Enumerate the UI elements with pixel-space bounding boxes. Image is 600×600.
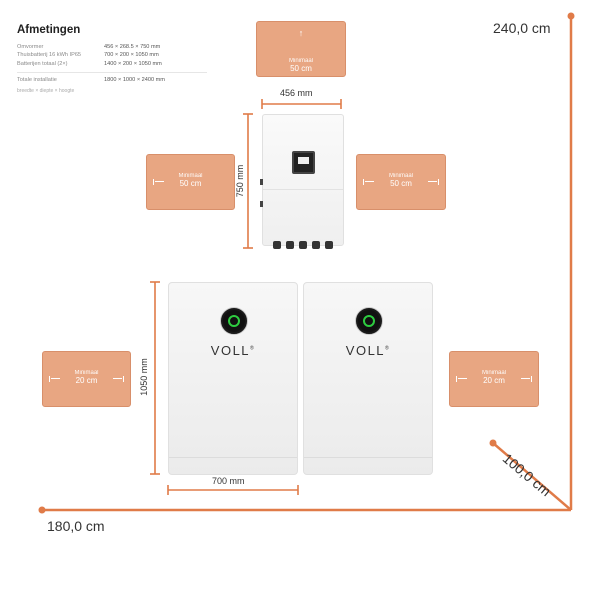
inverter-ports: [273, 241, 333, 249]
arrow-right-icon: [520, 376, 532, 382]
clearance-caption: Minimaal: [481, 370, 506, 376]
clearance-caption: Minimaal: [74, 370, 99, 376]
room-height-label: 240,0 cm: [493, 20, 551, 36]
inverter-panel-seam: [263, 189, 343, 190]
dimensions-spec-list: Omvormer 456 × 268.5 × 750 mm Thuisbatte…: [17, 43, 207, 95]
arrow-left-icon: [49, 376, 61, 382]
clearance-caption: Minimaal: [288, 58, 313, 64]
inverter-side-switch: [260, 179, 263, 185]
spec-value: 456 × 268.5 × 750 mm: [104, 44, 161, 50]
arrow-left-icon: [153, 179, 165, 185]
spec-label: Omvormer: [17, 44, 44, 50]
clearance-value: 20 cm: [483, 376, 505, 385]
spec-value: 1400 × 200 × 1050 mm: [104, 60, 162, 67]
spec-row-battery: Thuisbatterij 16 kWh IP65 700 × 200 × 10…: [17, 51, 207, 59]
clearance-value: 50 cm: [290, 64, 312, 73]
spec-value: 1800 × 1000 × 2400 mm: [104, 77, 165, 84]
battery-width-label: 700 mm: [212, 476, 245, 486]
battery-unit-right: VOLL®: [303, 282, 433, 475]
clearance-value: 50 cm: [179, 179, 202, 188]
spec-value: 700 × 200 × 1050 mm: [104, 52, 159, 59]
arrow-left-icon: [456, 376, 468, 382]
inverter-unit: [260, 114, 344, 249]
spec-label: Batterijen totaal (2×): [17, 60, 68, 67]
inverter-width-label: 456 mm: [280, 88, 313, 98]
divider: [17, 72, 207, 74]
clearance-caption: Minimaal: [178, 173, 203, 179]
battery-status-icon: [356, 308, 382, 334]
inverter-display: [292, 151, 315, 174]
clearance-caption: Minimaal: [388, 173, 413, 179]
battery-height-label: 1050 mm: [139, 358, 149, 396]
page-title: Afmetingen: [17, 24, 81, 36]
arrow-left-icon: [363, 179, 375, 185]
spec-label: Thuisbatterij 16 kWh IP65: [17, 52, 82, 59]
spec-row-batteries-total: Batterijen totaal (2×) 1400 × 200 × 1050…: [17, 60, 207, 68]
clearance-value: 20 cm: [75, 376, 98, 385]
clearance-inverter-left: Minimaal 50 cm: [146, 154, 235, 210]
battery-status-icon: [221, 308, 247, 334]
clearance-battery-left: Minimaal 20 cm: [42, 351, 131, 407]
arrow-up-icon: ↑: [298, 28, 304, 38]
inverter-side-switch: [260, 201, 263, 207]
clearance-top: ↑ Minimaal 50 cm: [256, 21, 346, 77]
battery-brand-logo: VOLL: [210, 343, 251, 358]
clearance-battery-right: Minimaal 20 cm: [449, 351, 539, 407]
clearance-value: 50 cm: [390, 179, 412, 188]
battery-brand-logo: VOLL: [345, 343, 386, 358]
spec-row-inverter: Omvormer 456 × 268.5 × 750 mm: [17, 43, 207, 51]
battery-foot: [169, 457, 297, 474]
arrow-right-icon: [427, 179, 439, 185]
spec-footnote: breedte × diepte × hoogte: [17, 87, 75, 94]
battery-foot: [304, 457, 432, 474]
room-width-label: 180,0 cm: [47, 518, 105, 534]
spec-label: Totale installatie: [17, 77, 57, 84]
clearance-inverter-right: Minimaal 50 cm: [356, 154, 446, 210]
arrow-right-icon: [112, 376, 124, 382]
spec-row-total: Totale installatie 1800 × 1000 × 2400 mm: [17, 76, 207, 84]
battery-unit-left: VOLL®: [168, 282, 298, 475]
inverter-height-label: 750 mm: [235, 164, 245, 198]
